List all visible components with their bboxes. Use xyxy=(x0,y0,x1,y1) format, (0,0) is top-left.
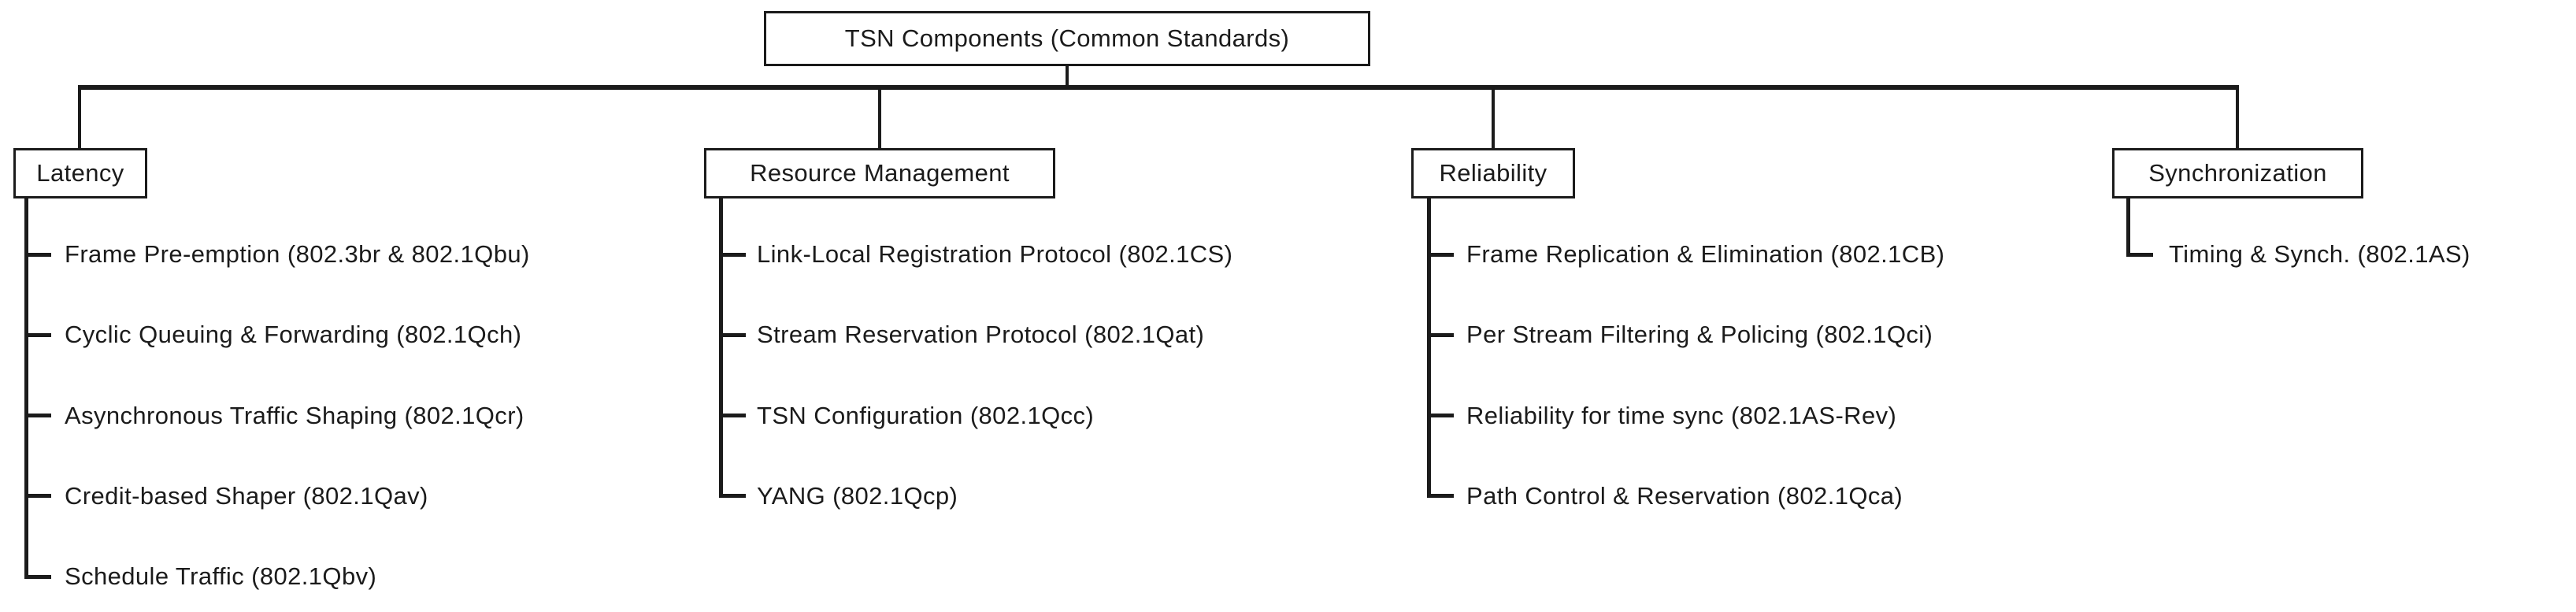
branch-drop-connector-latency xyxy=(78,87,81,149)
tree-item-label: Cyclic Queuing & Forwarding (802.1Qch) xyxy=(65,321,522,349)
item-tick-connector xyxy=(1427,494,1454,499)
tree-item-label: Credit-based Shaper (802.1Qav) xyxy=(65,481,428,510)
branch-trunk-connector xyxy=(1427,197,1431,499)
branch-drop-connector-synchronization xyxy=(2236,87,2239,149)
root-node: TSN Components (Common Standards) xyxy=(764,11,1370,66)
branch-box-latency: Latency xyxy=(13,148,147,198)
item-tick-connector xyxy=(24,494,51,499)
rail-connector xyxy=(78,85,2239,90)
tree-item-label: Frame Pre-emption (802.3br & 802.1Qbu) xyxy=(65,240,530,268)
branch-box-synchronization: Synchronization xyxy=(2112,148,2363,198)
branch-trunk-connector xyxy=(2126,197,2130,257)
item-tick-connector xyxy=(24,252,51,257)
tree-item-label: Schedule Traffic (802.1Qbv) xyxy=(65,562,377,590)
tree-item-label: Link-Local Registration Protocol (802.1C… xyxy=(757,240,1233,268)
item-tick-connector xyxy=(1427,332,1454,337)
tree-item-label: YANG (802.1Qcp) xyxy=(757,481,958,510)
branch-trunk-connector xyxy=(24,197,28,579)
tree-item-label: Per Stream Filtering & Policing (802.1Qc… xyxy=(1466,321,1933,349)
item-tick-connector xyxy=(24,332,51,337)
item-tick-connector xyxy=(1427,252,1454,257)
tree-item-label: Reliability for time sync (802.1AS-Rev) xyxy=(1466,401,1897,429)
item-tick-connector xyxy=(719,414,746,417)
item-tick-connector xyxy=(2126,252,2153,257)
tree-item-label: Path Control & Reservation (802.1Qca) xyxy=(1466,481,1903,510)
branch-box-resource-management: Resource Management xyxy=(704,148,1055,198)
item-tick-connector xyxy=(24,414,51,417)
branch-drop-connector-reliability xyxy=(1492,87,1495,149)
item-tick-connector xyxy=(719,332,746,337)
tree-item-label: TSN Configuration (802.1Qcc) xyxy=(757,401,1095,429)
tree-item-label: Stream Reservation Protocol (802.1Qat) xyxy=(757,321,1205,349)
branch-trunk-connector xyxy=(719,197,723,499)
branch-box-reliability: Reliability xyxy=(1411,148,1575,198)
tree-item-label: Asynchronous Traffic Shaping (802.1Qcr) xyxy=(65,401,524,429)
item-tick-connector xyxy=(719,494,746,499)
tree-item-label: Timing & Synch. (802.1AS) xyxy=(2169,240,2470,268)
root-stub-connector xyxy=(1066,65,1069,87)
item-tick-connector xyxy=(1427,414,1454,417)
item-tick-connector xyxy=(24,574,51,579)
branch-drop-connector-resource-management xyxy=(878,87,881,149)
item-tick-connector xyxy=(719,252,746,257)
tree-item-label: Frame Replication & Elimination (802.1CB… xyxy=(1466,240,1945,268)
